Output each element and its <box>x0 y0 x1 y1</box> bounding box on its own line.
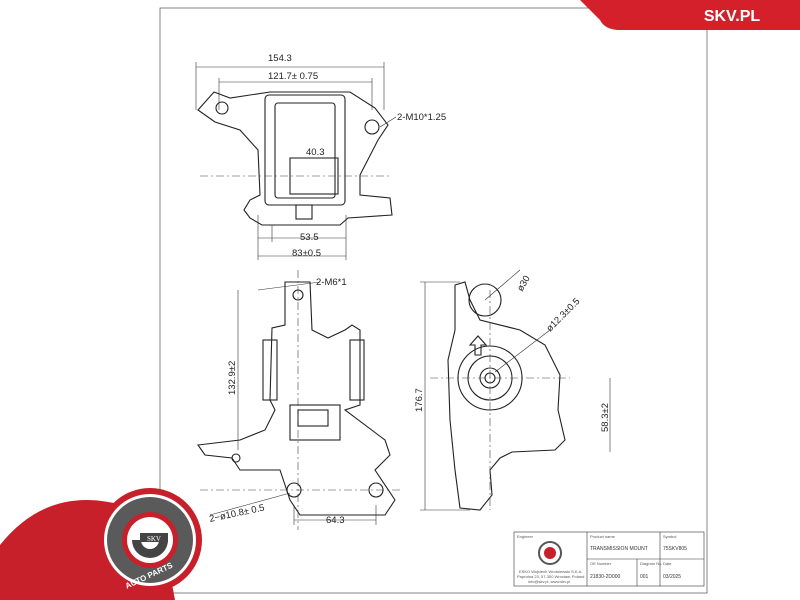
company-line-2: Paprotna 23, 57-300 Wrocław, Poland <box>517 574 584 579</box>
side-view: 176.7 ø30 ø12.3±0.5 58.3±2 <box>414 269 611 511</box>
oe-number: 21830-2D000 <box>590 574 621 580</box>
front-view: 2-M6*1 132.9±2 2−ø10.8± 0.5 64.3 <box>197 270 400 530</box>
dim-front-spacing: 64.3 <box>326 515 345 526</box>
dim-front-hole: 2−ø10.8± 0.5 <box>208 502 265 524</box>
dim-front-thread: 2-M6*1 <box>316 277 347 288</box>
dim-top-inner: 121.7± 0.75 <box>268 71 318 82</box>
dim-front-height: 132.9±2 <box>227 361 238 395</box>
product-name: TRANSMISSION MOUNT <box>590 546 648 552</box>
brand-label: SKV.PL <box>704 8 761 25</box>
skv-logo: SKV AUTO PARTS <box>0 488 202 600</box>
oe-label: OE Number <box>590 561 612 566</box>
drawing-frame <box>159 7 708 594</box>
symbol-label: Symbol <box>663 534 676 539</box>
date-label: Date <box>663 561 672 566</box>
symbol-value: 75SKV805 <box>663 546 687 552</box>
dim-top-width: 154.3 <box>268 53 292 64</box>
dim-top-thread: 2-M10*1.25 <box>397 112 446 123</box>
dim-top-bottom: 83±0.5 <box>292 248 321 259</box>
diagram-no: 001 <box>640 574 649 580</box>
dim-top-base: 53.5 <box>300 232 319 243</box>
company-line-1: ESKO Wojciech Wrotniewski S.K.A. <box>519 569 582 574</box>
dim-side-height: 176.7 <box>414 388 425 412</box>
product-label: Product name <box>590 534 616 539</box>
dim-top-block: 40.3 <box>306 147 325 158</box>
top-view: 154.3 121.7± 0.75 2-M10*1.25 40.3 53.5 8… <box>195 53 446 260</box>
dim-side-offset: 58.3±2 <box>600 403 611 432</box>
title-block: Engineer ESKO Wojciech Wrotniewski S.K.A… <box>513 531 705 587</box>
brand-banner: SKV.PL <box>580 0 800 30</box>
company-line-3: info@skv.pl, www.skv.pl <box>528 579 570 584</box>
logo-skv-text: SKV <box>147 535 161 543</box>
diagram-label: Diagram No. <box>640 561 662 566</box>
dim-side-hole: ø12.3±0.5 <box>544 296 582 334</box>
engineer-label: Engineer <box>517 534 534 539</box>
date-value: 03/2025 <box>663 574 681 580</box>
dim-side-dia: ø30 <box>515 274 533 294</box>
